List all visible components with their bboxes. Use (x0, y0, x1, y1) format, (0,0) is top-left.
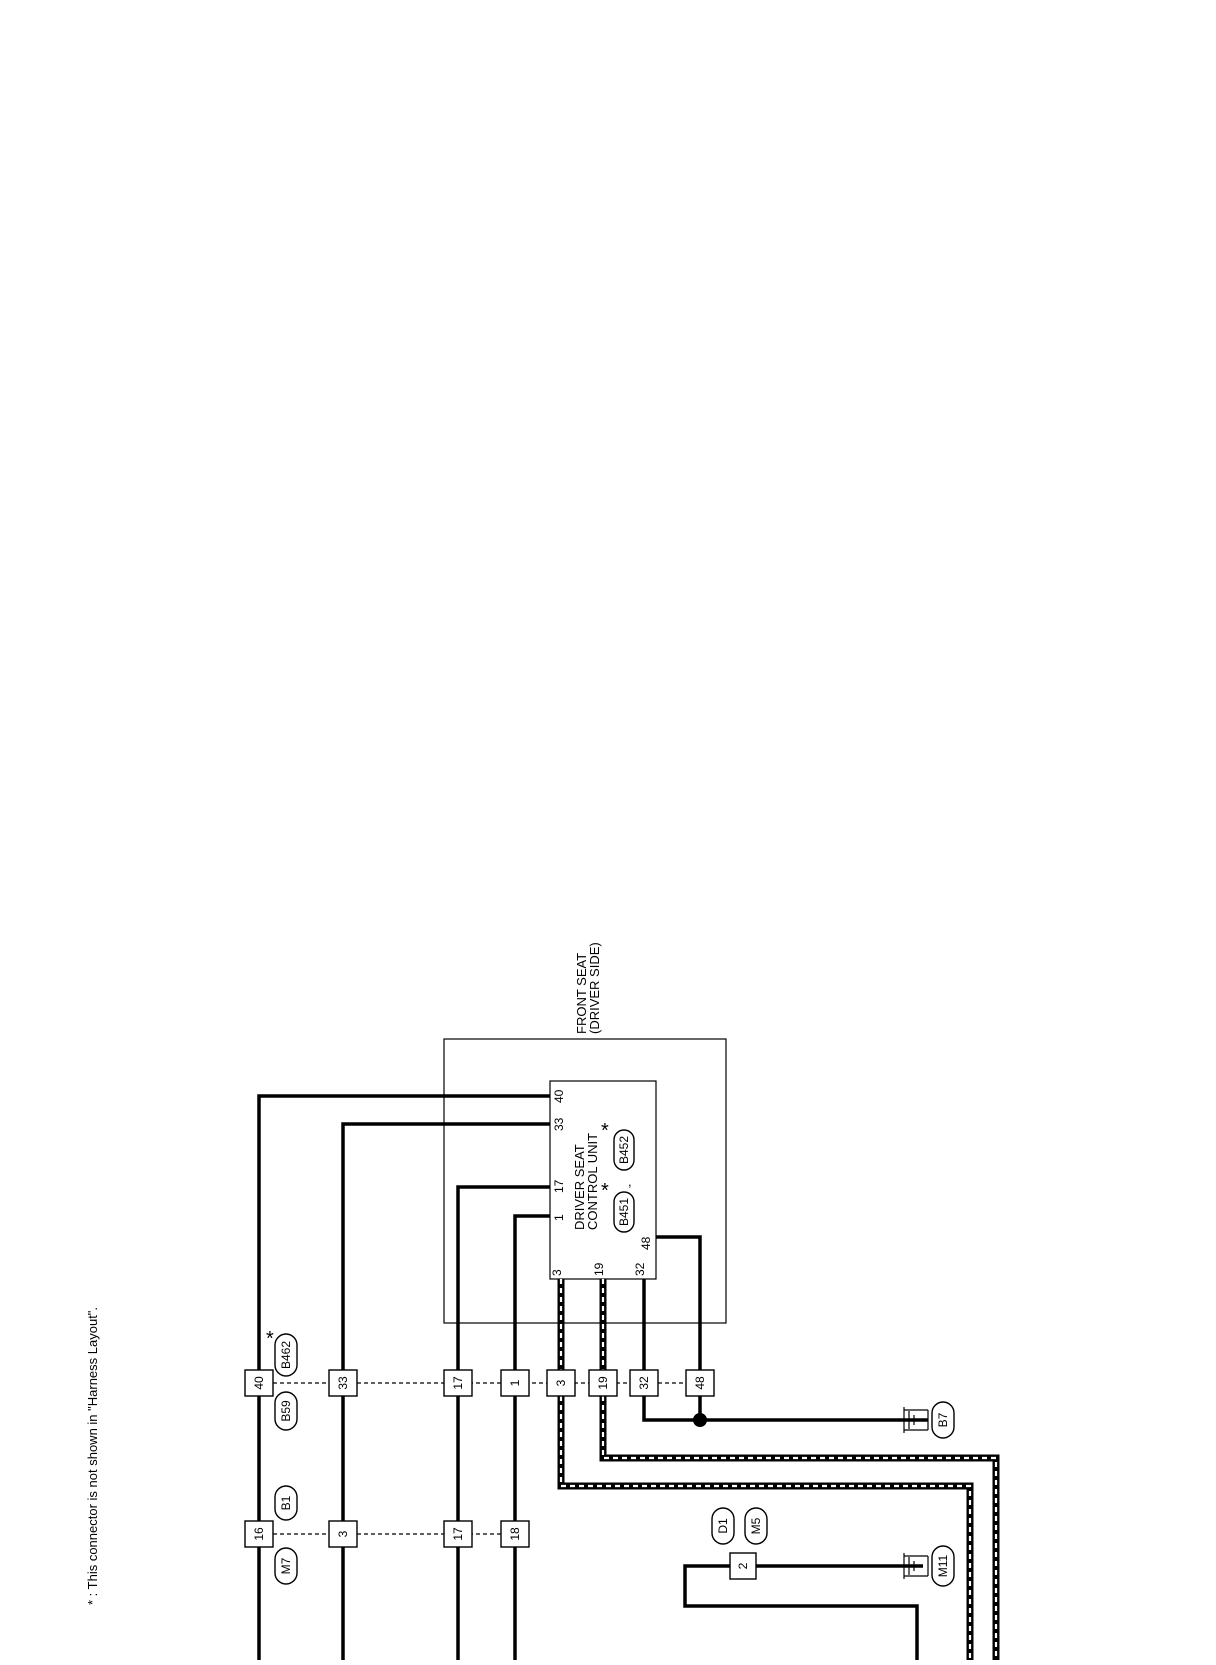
svg-text:B452: B452 (617, 1136, 631, 1164)
svg-text:1: 1 (508, 1379, 522, 1386)
connector-b1-pins: 16 3 17 18 (244, 1520, 530, 1548)
svg-text:B451: B451 (617, 1198, 631, 1226)
svg-text:33: 33 (336, 1376, 350, 1390)
svg-text:32: 32 (637, 1376, 651, 1390)
wires (257, 1094, 928, 1660)
splice-point (693, 1413, 707, 1427)
connector-b59-oval: B59 (274, 1391, 298, 1431)
connector-m5-oval: M5 (744, 1507, 768, 1545)
separator: , (628, 1174, 632, 1189)
connector-b452: B452 (613, 1129, 635, 1171)
cu-pin-48: 48 (639, 1236, 653, 1250)
svg-text:17: 17 (451, 1527, 465, 1541)
svg-text:16: 16 (252, 1527, 266, 1541)
front-seat-label-line1: FRONT SEAT (574, 953, 589, 1034)
svg-text:40: 40 (252, 1376, 266, 1390)
svg-text:2: 2 (736, 1562, 750, 1569)
control-unit-label-line1: DRIVER SEAT (572, 1144, 587, 1230)
connector-d1-oval: D1 (711, 1507, 735, 1545)
svg-text:M11: M11 (936, 1554, 950, 1577)
cu-pin-1: 1 (552, 1214, 566, 1221)
cu-pin-40: 40 (552, 1089, 566, 1103)
connector-b1-oval: B1 (274, 1485, 298, 1521)
svg-text:B462: B462 (279, 1341, 293, 1369)
asterisk-b462: * (266, 1328, 274, 1350)
connector-b451: B451 (613, 1191, 635, 1233)
asterisk-b452: * (601, 1120, 609, 1142)
footnote: * : This connector is not shown in "Harn… (85, 1307, 100, 1605)
svg-text:B59: B59 (279, 1400, 293, 1422)
front-seat-label-line2: (DRIVER SIDE) (587, 942, 602, 1034)
cu-pin-32: 32 (633, 1262, 647, 1276)
connector-m7-oval: M7 (274, 1547, 298, 1585)
svg-text:M5: M5 (749, 1517, 763, 1534)
svg-text:B1: B1 (279, 1495, 293, 1510)
ground-m11-icon (903, 1553, 929, 1579)
ground-m11-label: M11 (931, 1545, 955, 1587)
svg-text:D1: D1 (716, 1518, 730, 1534)
ground-b7-icon (903, 1407, 929, 1433)
svg-text:3: 3 (336, 1530, 350, 1537)
cu-pin-17: 17 (552, 1179, 566, 1193)
connector-b462-pins: 40 33 17 1 3 19 32 48 (244, 1369, 715, 1397)
control-unit-label-line2: CONTROL UNIT (585, 1133, 600, 1230)
cu-pin-19: 19 (592, 1262, 606, 1276)
connector-b462-oval: B462 (274, 1333, 298, 1377)
connector-d1-pin: 2 (729, 1552, 757, 1580)
svg-text:19: 19 (596, 1376, 610, 1390)
cu-pin-3: 3 (550, 1269, 564, 1276)
asterisk-b451: * (601, 1180, 609, 1202)
front-seat-enclosure (443, 1038, 727, 1324)
cu-pin-33: 33 (552, 1117, 566, 1131)
svg-text:3: 3 (554, 1379, 568, 1386)
shielded-wires (557, 1279, 1000, 1660)
svg-text:M7: M7 (279, 1557, 293, 1574)
svg-text:17: 17 (451, 1376, 465, 1390)
svg-text:B7: B7 (936, 1412, 950, 1427)
svg-text:18: 18 (508, 1527, 522, 1541)
svg-text:48: 48 (693, 1376, 707, 1390)
ground-b7-label: B7 (931, 1401, 955, 1439)
